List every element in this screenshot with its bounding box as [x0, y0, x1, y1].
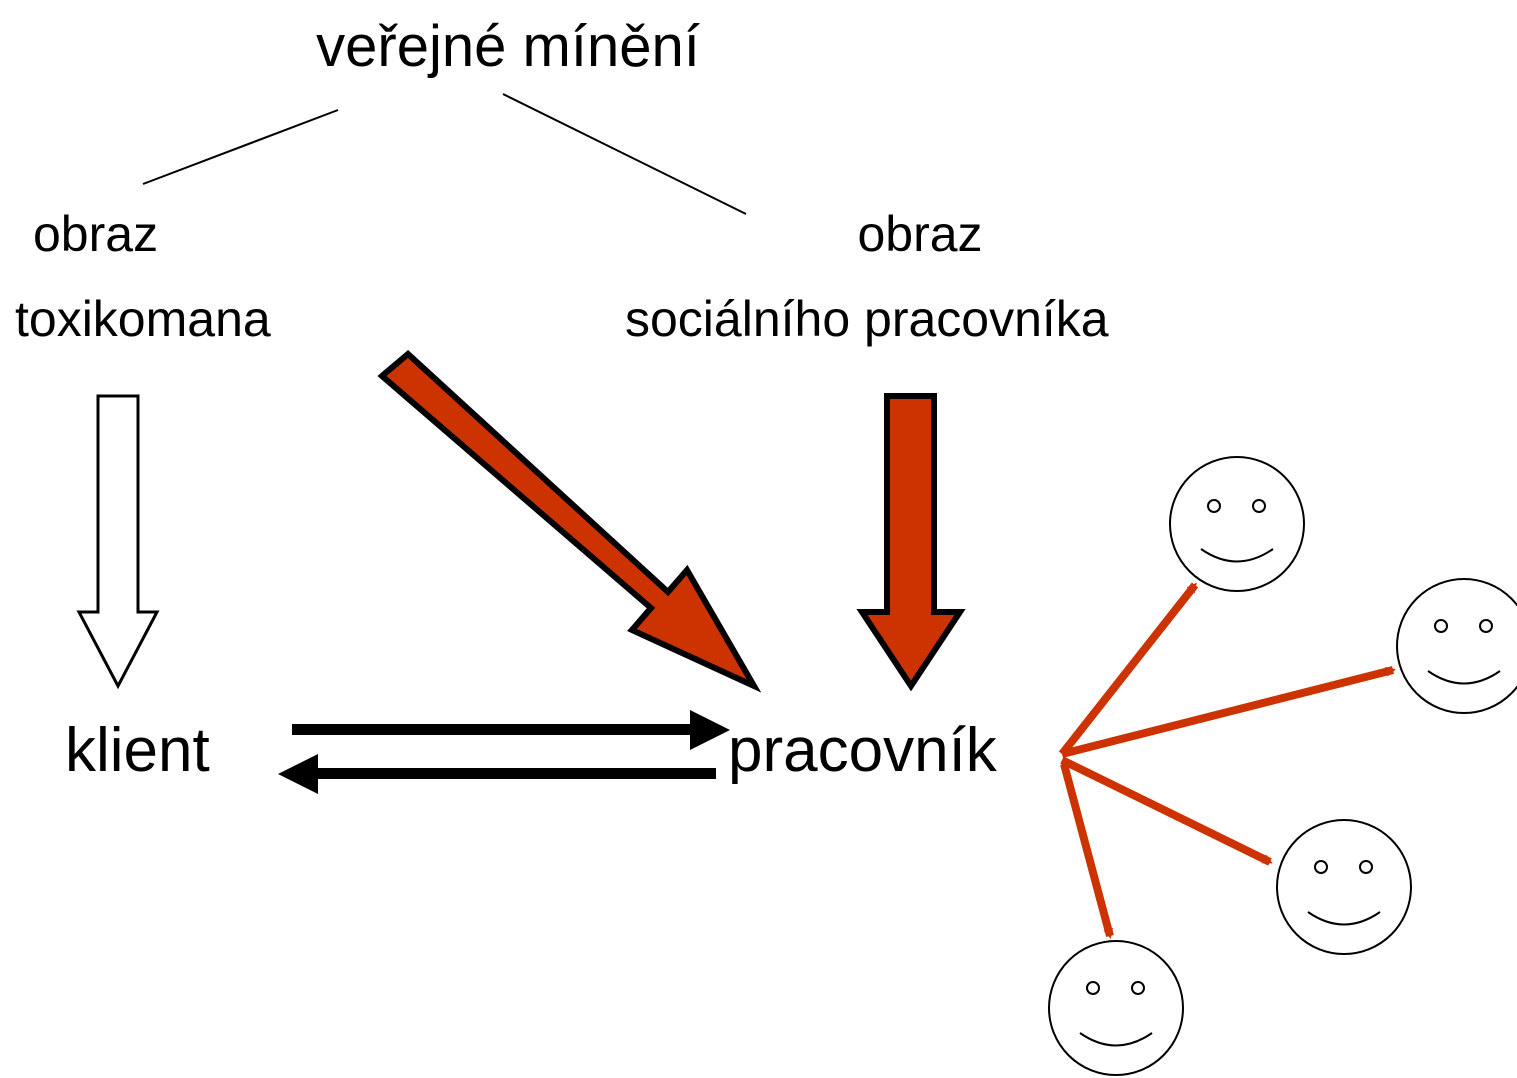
red-down-arrow	[856, 393, 966, 692]
smiley-face-icon	[1048, 940, 1184, 1076]
arrow-worker-to-client	[278, 754, 716, 794]
addict-image-label-line2: toxikomana	[15, 291, 271, 347]
hollow-down-arrow	[76, 394, 160, 690]
red-arrow-to-person-top	[1058, 582, 1199, 757]
worker-image-label-line1: obraz	[857, 206, 982, 262]
addict-image-label-line1: obraz	[33, 206, 158, 262]
connector-line-right	[502, 93, 747, 215]
red-diagonal-arrow	[377, 350, 762, 693]
worker-label: pracovník	[728, 716, 998, 785]
red-arrow-to-person-middle	[1060, 756, 1273, 866]
smiley-face-icon	[1276, 819, 1412, 955]
worker-image-label-line2: sociálního pracovníka	[625, 291, 1109, 347]
client-label: klient	[65, 716, 210, 785]
red-arrow-to-person-bottom	[1060, 762, 1114, 939]
arrow-client-to-worker	[292, 710, 730, 750]
smiley-face-icon	[1169, 456, 1305, 592]
connector-line-left	[142, 109, 339, 185]
smiley-face-icon	[1396, 578, 1517, 714]
public-opinion-label: veřejné mínění	[316, 14, 700, 79]
red-arrow-to-person-right	[1061, 666, 1396, 758]
